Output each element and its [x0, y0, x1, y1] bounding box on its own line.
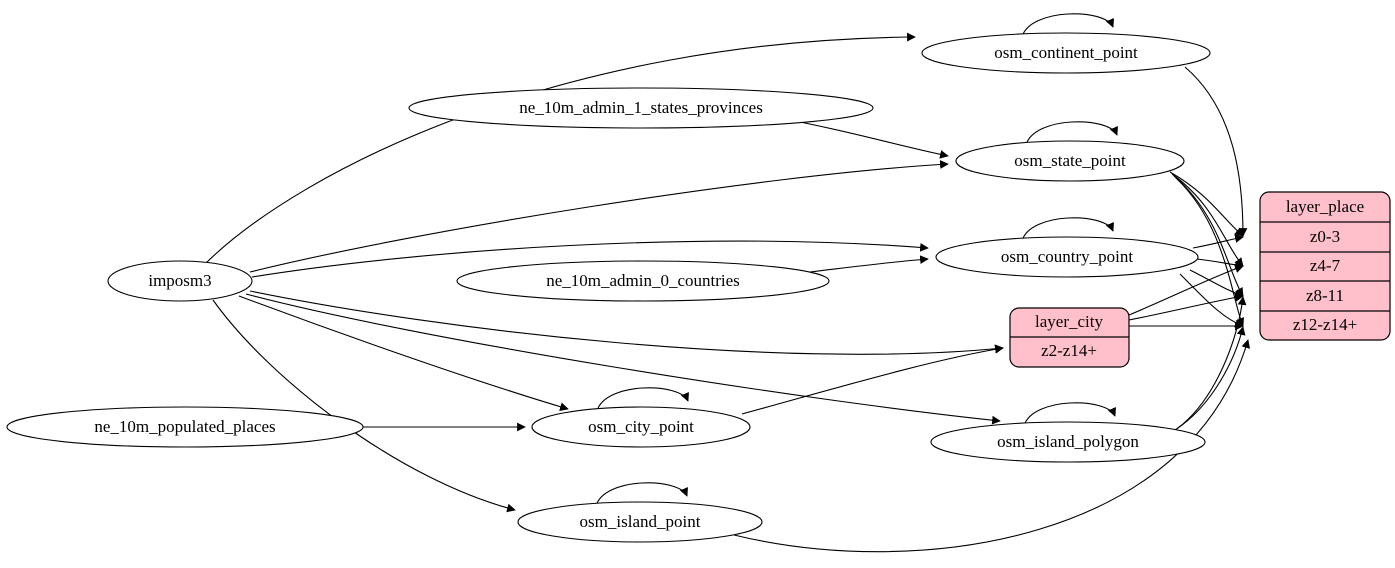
osm_continent_point-label: osm_continent_point: [994, 43, 1138, 62]
osm_state_point-ellipse[interactable]: [955, 140, 1185, 182]
edge-imposm3-to-osm_continent_point: [204, 32, 916, 265]
osm_island_polygon-ellipse[interactable]: [930, 421, 1206, 463]
node-osm_island_polygon[interactable]: osm_island_polygon: [930, 421, 1206, 463]
osm_city_point-label: osm_city_point: [588, 417, 694, 436]
layer_place-row-z4-7[interactable]: z4-7: [1310, 256, 1341, 275]
edge-imposm3-to-osm_city_point: [238, 295, 569, 411]
edge-imposm3-to-layer_city: [249, 290, 1004, 355]
layer_city-title: layer_city: [1035, 312, 1103, 331]
osm_country_point-ellipse[interactable]: [935, 236, 1199, 278]
edge-osm_island_polygon-to-layer_place-z8-11: [1177, 296, 1247, 429]
edge-imposm3-to-osm_country_point: [251, 240, 929, 278]
ne_10m_admin_0_countries-ellipse[interactable]: [456, 260, 830, 302]
edge-osm_state_point-to-layer_place-z8-11: [1173, 175, 1244, 297]
node-osm_city_point[interactable]: osm_city_point: [531, 406, 751, 448]
osm_country_point-label: osm_country_point: [1001, 247, 1133, 266]
edge-imposm3-to-osm_state_point: [249, 160, 949, 273]
edge-osm_state_point-to-layer_place-z4-7: [1171, 173, 1244, 267]
osm_island_polygon-label: osm_island_polygon: [997, 432, 1139, 451]
layer_place-title: layer_place: [1286, 197, 1364, 216]
self-loop-osm_island_polygon: [1023, 402, 1116, 427]
edge-osm_state_point-to-layer_place-z12-z14: [1175, 177, 1244, 327]
node-ne_10m_admin_1_states_provinces[interactable]: ne_10m_admin_1_states_provinces: [408, 87, 874, 129]
edge-layer_city-to-layer_place-z8-11: [1128, 293, 1244, 321]
self-loop-osm_continent_point: [1021, 13, 1114, 38]
layer_place-box[interactable]: [1259, 191, 1391, 341]
node-osm_continent_point[interactable]: osm_continent_point: [921, 32, 1211, 74]
edge-osm_state_point-to-layer_place-z0-3: [1169, 171, 1244, 237]
layer_place-row-z0-3[interactable]: z0-3: [1310, 227, 1340, 246]
layer_city-row-z2-z14[interactable]: z2-z14+: [1041, 341, 1097, 360]
record-layer_city[interactable]: layer_city z2-z14+: [1009, 307, 1130, 368]
osm_city_point-ellipse[interactable]: [531, 406, 751, 448]
osm_state_point-label: osm_state_point: [1014, 151, 1126, 170]
node-imposm3[interactable]: imposm3: [107, 260, 253, 302]
node-osm_island_point[interactable]: osm_island_point: [517, 501, 763, 543]
ne_10m_populated_places-ellipse[interactable]: [6, 406, 364, 448]
self-loop-layer: [595, 13, 1118, 507]
node-osm_country_point[interactable]: osm_country_point: [935, 236, 1199, 278]
record-layer_place[interactable]: layer_place z0-3 z4-7 z8-11 z12-z14+: [1259, 191, 1391, 341]
osm_continent_point-ellipse[interactable]: [921, 32, 1211, 74]
node-osm_state_point[interactable]: osm_state_point: [955, 140, 1185, 182]
edge-imposm3-to-osm_island_polygon: [245, 293, 1001, 425]
edge-osm_island_point-to-layer_place-z12-z14: [733, 339, 1251, 553]
record-layer: layer_place z0-3 z4-7 z8-11 z12-z14+ lay…: [1009, 191, 1391, 368]
edge-ne_10m_admin_1_states_provinces-to-osm_state_point: [799, 121, 949, 159]
edge-osm_continent_point-to-layer_place-z0-3: [1184, 66, 1248, 237]
edge-osm_country_point-to-layer_place-z4-7: [1196, 258, 1244, 270]
node-ne_10m_admin_0_countries[interactable]: ne_10m_admin_0_countries: [456, 260, 830, 302]
ne_10m_admin_1_states_provinces-label: ne_10m_admin_1_states_provinces: [519, 98, 763, 117]
node-ne_10m_populated_places[interactable]: ne_10m_populated_places: [6, 406, 364, 448]
imposm3-ellipse[interactable]: [107, 260, 253, 302]
ne_10m_admin_1_states_provinces-ellipse[interactable]: [408, 87, 874, 129]
edge-osm_island_polygon-to-layer_place-z12-z14: [1174, 326, 1246, 431]
edge-ne_10m_admin_0_countries-to-osm_country_point: [809, 255, 929, 273]
self-loop-osm_state_point: [1025, 121, 1118, 146]
osm_island_point-label: osm_island_point: [580, 512, 701, 531]
node-layer: imposm3 ne_10m_admin_1_states_provinces …: [6, 32, 1211, 543]
self-loop-osm_country_point: [1021, 217, 1114, 242]
ne_10m_populated_places-label: ne_10m_populated_places: [94, 417, 275, 436]
edge-osm_country_point-to-layer_place-z0-3: [1192, 234, 1244, 249]
edge-layer_city-to-layer_place-z4-7: [1128, 264, 1244, 316]
self-loop-osm_island_point: [595, 482, 688, 507]
ne_10m_admin_0_countries-label: ne_10m_admin_0_countries: [546, 271, 740, 290]
edge-osm_city_point-to-layer_city: [741, 344, 1004, 415]
layer_place-row-z12-z14[interactable]: z12-z14+: [1293, 315, 1357, 334]
osm_island_point-ellipse[interactable]: [517, 501, 763, 543]
self-loop-osm_city_point: [596, 387, 689, 412]
edge-imposm3-to-osm_island_point: [212, 299, 516, 513]
imposm3-label: imposm3: [148, 271, 211, 290]
layer_place-row-z8-11[interactable]: z8-11: [1306, 286, 1344, 305]
